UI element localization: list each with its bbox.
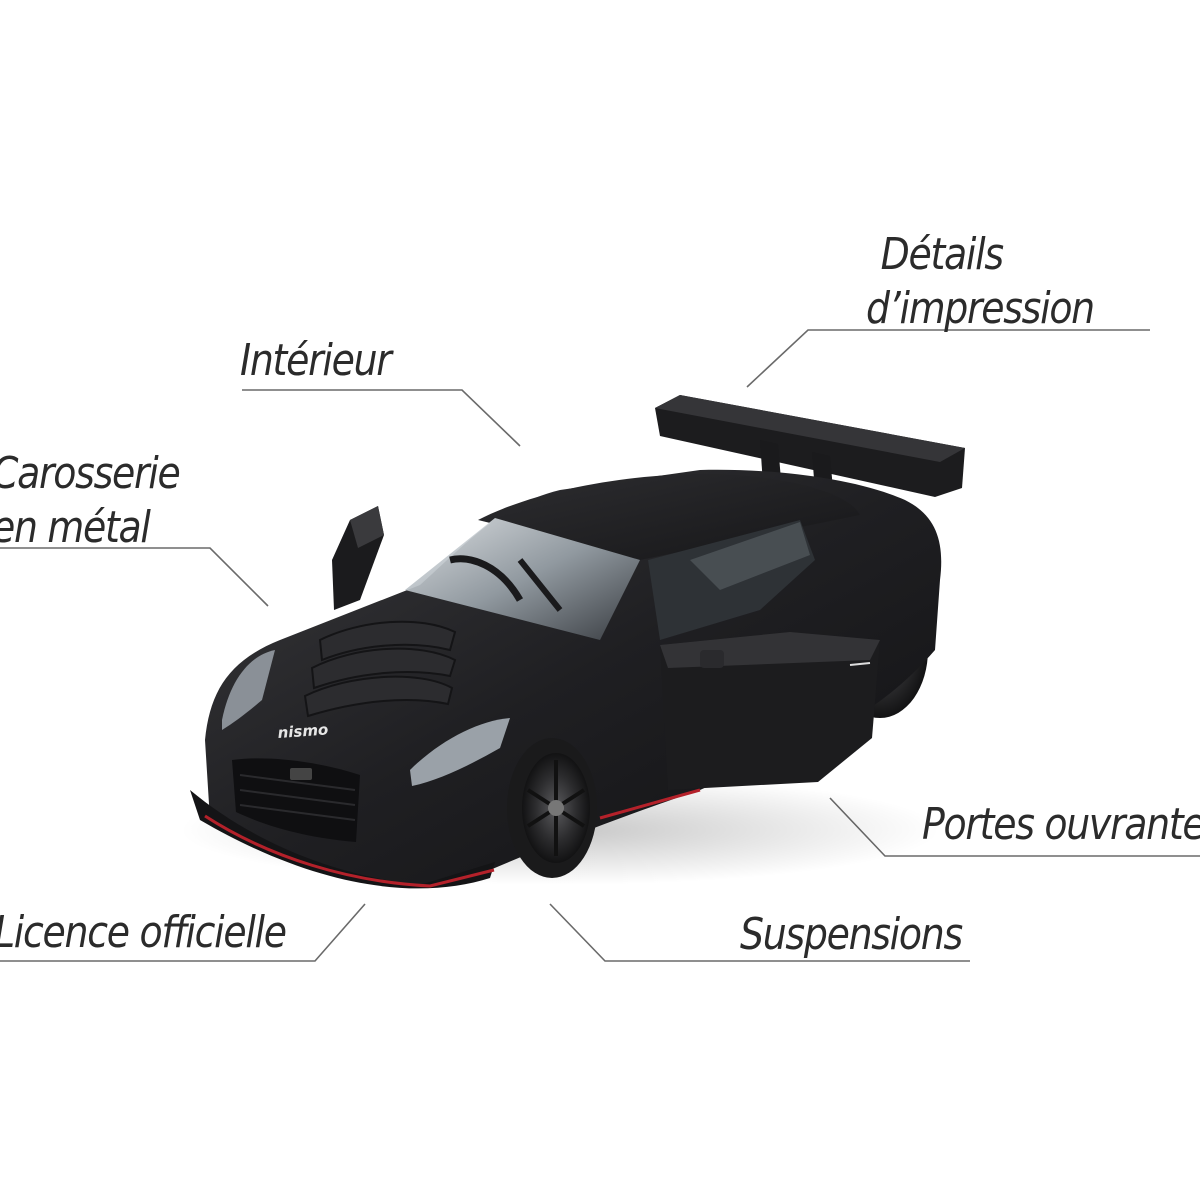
label-details-line-2: d’impression [866,283,1095,334]
label-details-line-1: Détails [880,229,1004,280]
grille-badge [290,768,312,780]
label-details-impression: Détails d’impression [866,228,1095,336]
headlight-left [222,650,275,730]
car-model: nismo [180,395,965,889]
windshield [405,518,640,640]
callout-line-interieur [242,389,521,447]
label-carrosserie: Carosserie en métal [0,447,181,555]
label-licence-text: Licence officielle [0,907,287,958]
front-wheel [507,738,597,878]
callout-line-details [746,329,1150,388]
nismo-badge: nismo [277,720,329,741]
label-carrosserie-line-2: en métal [0,502,151,553]
red-accent [204,814,495,888]
headlight-right [410,718,510,786]
callout-line-suspensions [549,903,970,962]
label-suspensions: Suspensions [740,908,963,962]
callout-line-licence [0,903,366,962]
open-door-right [660,632,880,790]
callout-line-carrosserie [0,547,269,607]
open-door-left [332,506,384,610]
label-suspensions-text: Suspensions [740,909,963,960]
hood-vents [303,620,457,718]
label-carrosserie-line-1: Carosserie [0,448,181,499]
label-interieur-text: Intérieur [240,335,392,386]
label-interieur: Intérieur [240,334,392,388]
label-portes-text: Portes ouvrantes [922,799,1200,850]
label-portes-ouvrantes: Portes ouvrantes [922,798,1200,852]
label-licence-officielle: Licence officielle [0,906,287,960]
front-grille [232,758,360,842]
car-roof [478,473,860,560]
